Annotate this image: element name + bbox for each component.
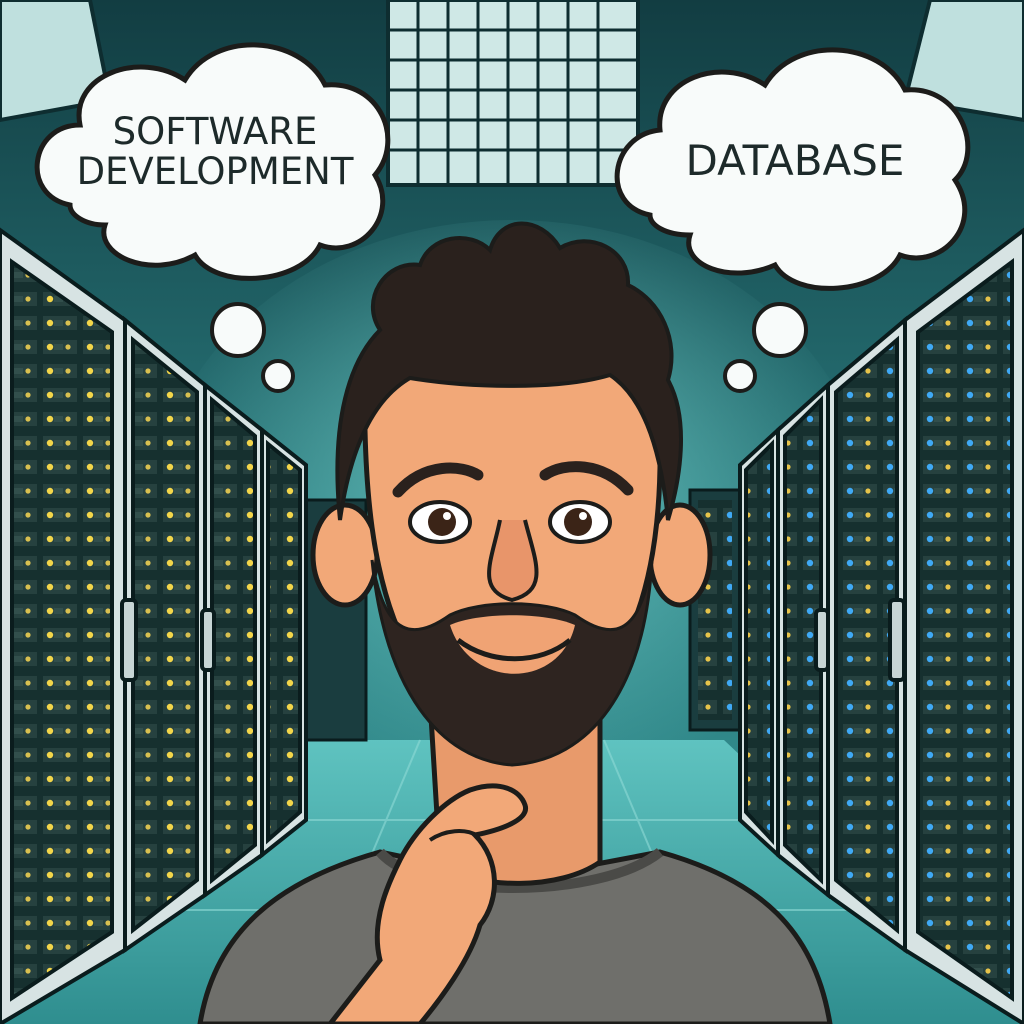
person-illustration bbox=[197, 221, 833, 1024]
thought-bubble-right bbox=[614, 47, 971, 291]
left-ear bbox=[310, 502, 380, 608]
server-rack-row-left bbox=[0, 227, 308, 1024]
thought-left-line1: SOFTWARE bbox=[113, 110, 318, 153]
nose bbox=[487, 519, 539, 603]
server-rack-row-right bbox=[738, 227, 1024, 1024]
hand bbox=[326, 783, 528, 1024]
smile bbox=[456, 638, 572, 662]
hair bbox=[335, 221, 683, 521]
thought-right-label: DATABASE bbox=[686, 136, 905, 185]
right-eyebrow bbox=[539, 461, 634, 496]
thought-bubble-icon: DATABASE bbox=[614, 47, 971, 393]
thought-left-line2: DEVELOPMENT bbox=[77, 150, 354, 193]
left-eyebrow bbox=[392, 462, 484, 498]
thought-bubble-left bbox=[34, 42, 391, 281]
thought-bubble-icon: SOFTWARE DEVELOPMENT bbox=[34, 42, 391, 393]
